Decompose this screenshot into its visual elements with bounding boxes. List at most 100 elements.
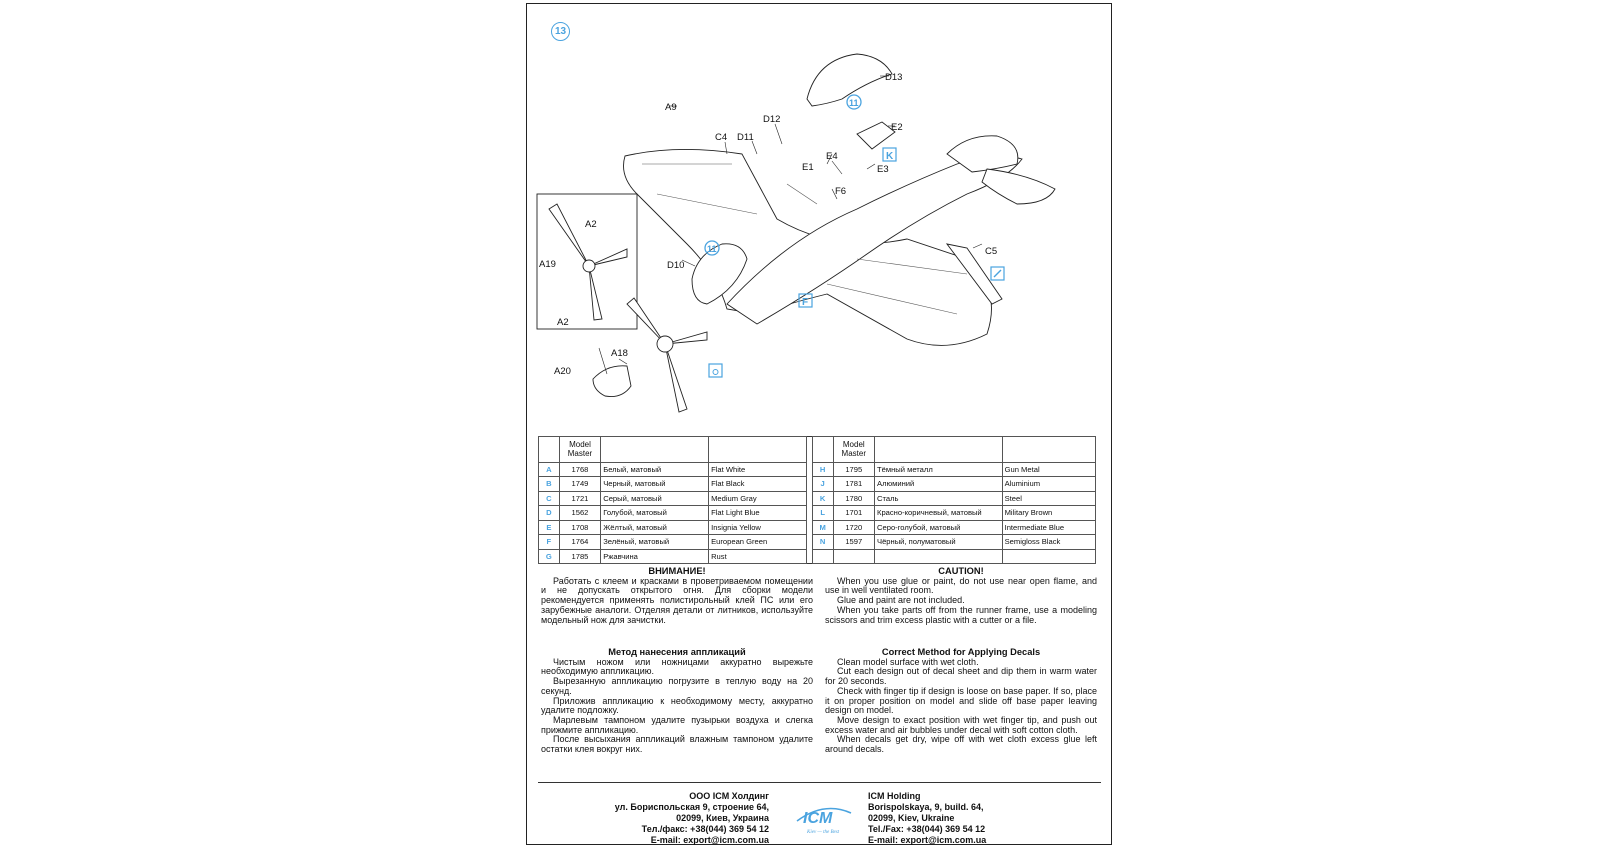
paint-left-code: G <box>538 548 560 565</box>
paint-right-ru: Тёмный металл <box>874 461 1003 478</box>
paint-right-en: Semigloss Black <box>1001 534 1097 550</box>
decals-russian: Метод нанесения аппликаций Чистым ножом … <box>541 647 813 755</box>
paint-left-num: 1749 <box>558 476 602 492</box>
tailplane-outline <box>981 168 1056 205</box>
label-a18: A18 <box>611 348 628 359</box>
paint-left-code: C <box>538 490 560 507</box>
label-d10: D10 <box>667 260 684 271</box>
paint-right-en: Intermediate Blue <box>1001 519 1097 536</box>
paint-right-code: M <box>811 519 834 536</box>
paint-right-ru: Красно-коричневый, матовый <box>874 505 1003 521</box>
part-d10-cowl <box>691 243 748 305</box>
footer-divider <box>538 782 1101 783</box>
logo-text: ICM <box>803 810 833 827</box>
part-d13-canopy <box>806 53 893 107</box>
paint-left-num: 1764 <box>558 534 602 550</box>
label-a20: A20 <box>554 366 571 377</box>
paint-right-num: 1701 <box>832 505 876 521</box>
paint-right-code: J <box>811 476 834 492</box>
paint-right-code: L <box>811 505 834 521</box>
icm-logo: ICM Kiev — the Best <box>796 807 852 835</box>
fuselage-outline <box>726 155 1023 325</box>
address-russian: ООО ICM Холдинг ул. Бориспольская 9, стр… <box>567 791 769 846</box>
paint-left-num: 1708 <box>558 519 602 536</box>
decals-ru-title: Метод нанесения аппликаций <box>608 647 746 657</box>
paint-k-box <box>882 147 897 162</box>
paint-table-header: Model Master Model Master <box>538 436 1097 463</box>
warning-ru-title: ВНИМАНИЕ! <box>648 566 706 576</box>
label-e1: E1 <box>802 162 814 173</box>
warning-russian: ВНИМАНИЕ! Работать с клеем и красками в … <box>541 566 813 625</box>
drop-icon <box>712 369 719 375</box>
paint-left-ru: Ржавчина <box>600 548 710 565</box>
label-e4: E4 <box>826 151 838 162</box>
paint-left-ru: Жёлтый, матовый <box>600 519 710 536</box>
paint-left-en: Medium Gray <box>708 490 807 507</box>
warning-en-title: CAUTION! <box>938 566 984 576</box>
logo-tagline: Kiev — the Best <box>806 830 840 835</box>
paint-left-code: D <box>538 505 560 521</box>
callout-circle-left <box>704 240 720 256</box>
callout-sub-step-left: 11 <box>707 244 717 254</box>
label-a19: A19 <box>539 259 556 270</box>
paint-right-num: 1597 <box>832 534 876 550</box>
paint-left-code: A <box>538 461 560 478</box>
label-f6: F6 <box>835 186 846 197</box>
paint-left-num: 1768 <box>558 461 602 478</box>
instruction-sheet: 13 <box>526 3 1112 845</box>
paint-left-code: F <box>538 534 560 550</box>
paint-left-code: E <box>538 519 560 536</box>
paint-left-num: 1785 <box>558 548 602 565</box>
email-en: E-mail: export@icm.com.ua <box>868 835 987 845</box>
decals-english: Correct Method for Applying Decals Clean… <box>825 647 1097 755</box>
paint-left-en: Rust <box>708 548 807 565</box>
step-number-badge: 13 <box>551 22 570 41</box>
callout-paint-k: K <box>886 151 894 162</box>
warning-english: CAUTION! When you use glue or paint, do … <box>825 566 1097 625</box>
header-model-master-right: Model Master <box>832 436 876 463</box>
paint-left-code: B <box>538 476 560 492</box>
callout-circle-top <box>846 94 862 110</box>
header-model-master-left: Model Master <box>558 436 602 463</box>
paint-left-ru: Черный, матовый <box>600 476 710 492</box>
glue-drop-icon <box>708 363 723 378</box>
paint-right-num: 1781 <box>832 476 876 492</box>
paint-right-code: N <box>811 534 834 550</box>
decal-pencil-icon <box>990 266 1005 281</box>
paint-left-en: Insignia Yellow <box>708 519 807 536</box>
paint-right-code: K <box>811 490 834 507</box>
propeller-inset-box <box>536 193 638 330</box>
label-c4: C4 <box>715 132 727 143</box>
pencil-icon <box>993 269 1002 278</box>
paint-left-en: Flat Light Blue <box>708 505 807 521</box>
paint-right-en: Military Brown <box>1001 505 1097 521</box>
part-a20-spinner <box>592 365 632 397</box>
paint-right-ru: Серо-голубой, матовый <box>874 519 1003 536</box>
paint-right-code: H <box>811 461 834 478</box>
label-e3: E3 <box>877 164 889 175</box>
email-ru: E-mail: export@icm.com.ua <box>650 835 769 845</box>
paint-right-ru: Алюминий <box>874 476 1003 492</box>
callout-sub-step-top: 11 <box>849 98 859 108</box>
paint-left-ru: Голубой, матовый <box>600 505 710 521</box>
paint-left-ru: Зелёный, матовый <box>600 534 710 550</box>
paint-right-num: 1795 <box>832 461 876 478</box>
callout-paint-f: F <box>802 297 808 308</box>
part-e2 <box>856 121 896 150</box>
paint-left-en: Flat White <box>708 461 807 478</box>
part-c5-flap <box>945 243 1003 305</box>
paint-left-ru: Белый, матовый <box>600 461 710 478</box>
paint-right-ru: Чёрный, полуматовый <box>874 534 1003 550</box>
label-a2-bottom: A2 <box>557 317 569 328</box>
paint-right-ru: Сталь <box>874 490 1003 507</box>
label-d11: D11 <box>737 132 754 143</box>
paint-left-num: 1721 <box>558 490 602 507</box>
